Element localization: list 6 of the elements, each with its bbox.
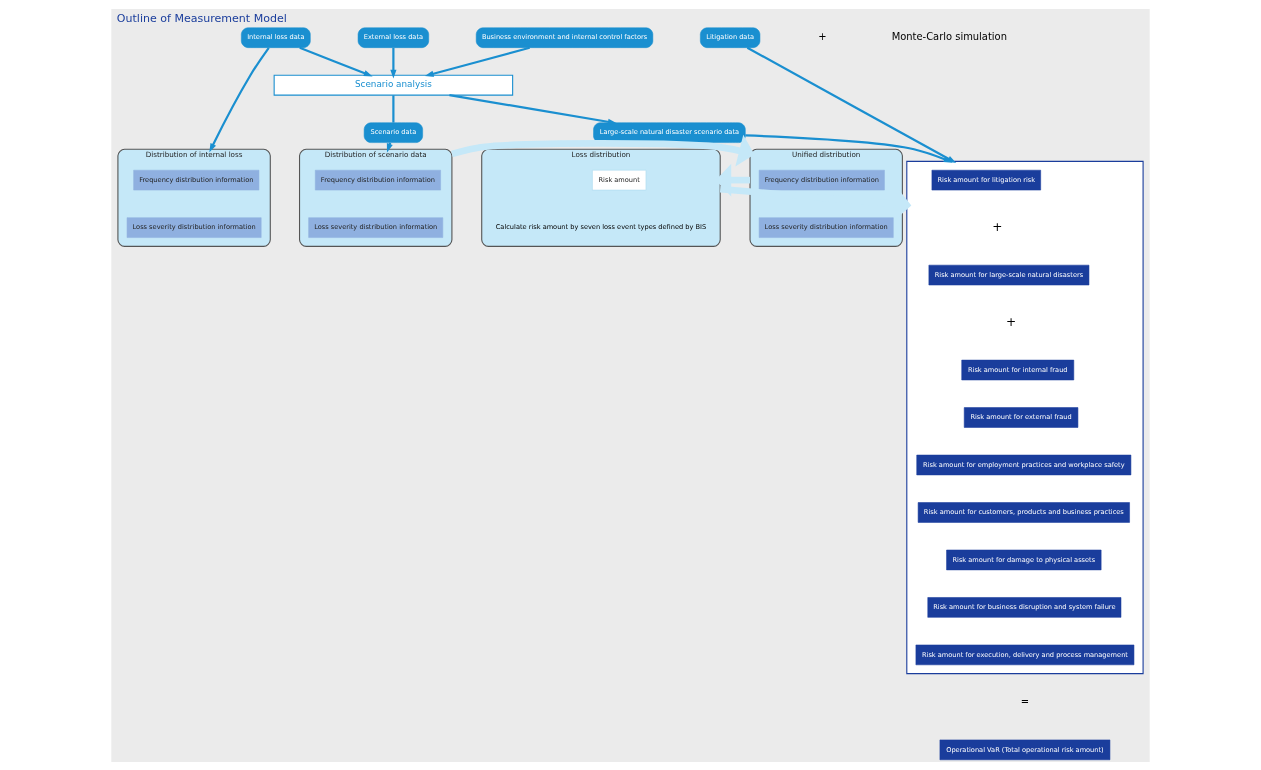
label: + <box>992 219 1003 234</box>
label: = <box>1020 695 1030 707</box>
diagram-title: Outline of Measurement Model <box>116 11 287 25</box>
label: Monte-Carlo simulation <box>891 30 1007 42</box>
label: + <box>818 30 827 42</box>
label: + <box>1006 314 1017 329</box>
